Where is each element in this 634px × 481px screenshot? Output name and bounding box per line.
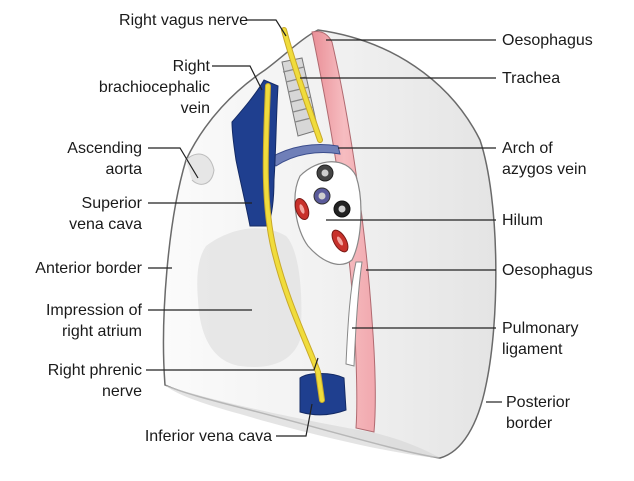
label-posterior-border: Posterior border (506, 394, 571, 432)
label-superior-vena-cava: Superior vena cava (69, 195, 142, 233)
label-right-phrenic-nerve: Right phrenic nerve (47, 362, 142, 400)
label-oesophagus-mid: Oesophagus (502, 262, 593, 279)
label-impression-right-atrium: Impression of right atrium (45, 302, 142, 340)
label-right-vagus-nerve: Right vagus nerve (119, 12, 248, 29)
azygos-arch (269, 144, 341, 167)
pulmonary-ligament (345, 261, 363, 367)
label-right-brachiocephalic-vein: Right brachiocephalic vein (98, 58, 210, 117)
label-anterior-border: Anterior border (35, 260, 142, 277)
label-oesophagus-top: Oesophagus (502, 32, 593, 49)
leader-lines (146, 19, 502, 437)
label-trachea: Trachea (502, 70, 561, 87)
label-pulmonary-ligament: Pulmonary ligament (502, 320, 579, 358)
label-hilum: Hilum (502, 212, 543, 229)
label-inferior-vena-cava: Inferior vena cava (144, 428, 272, 445)
label-arch-azygos-vein: Arch of azygos vein (502, 140, 587, 178)
label-ascending-aorta: Ascending aorta (67, 140, 142, 178)
